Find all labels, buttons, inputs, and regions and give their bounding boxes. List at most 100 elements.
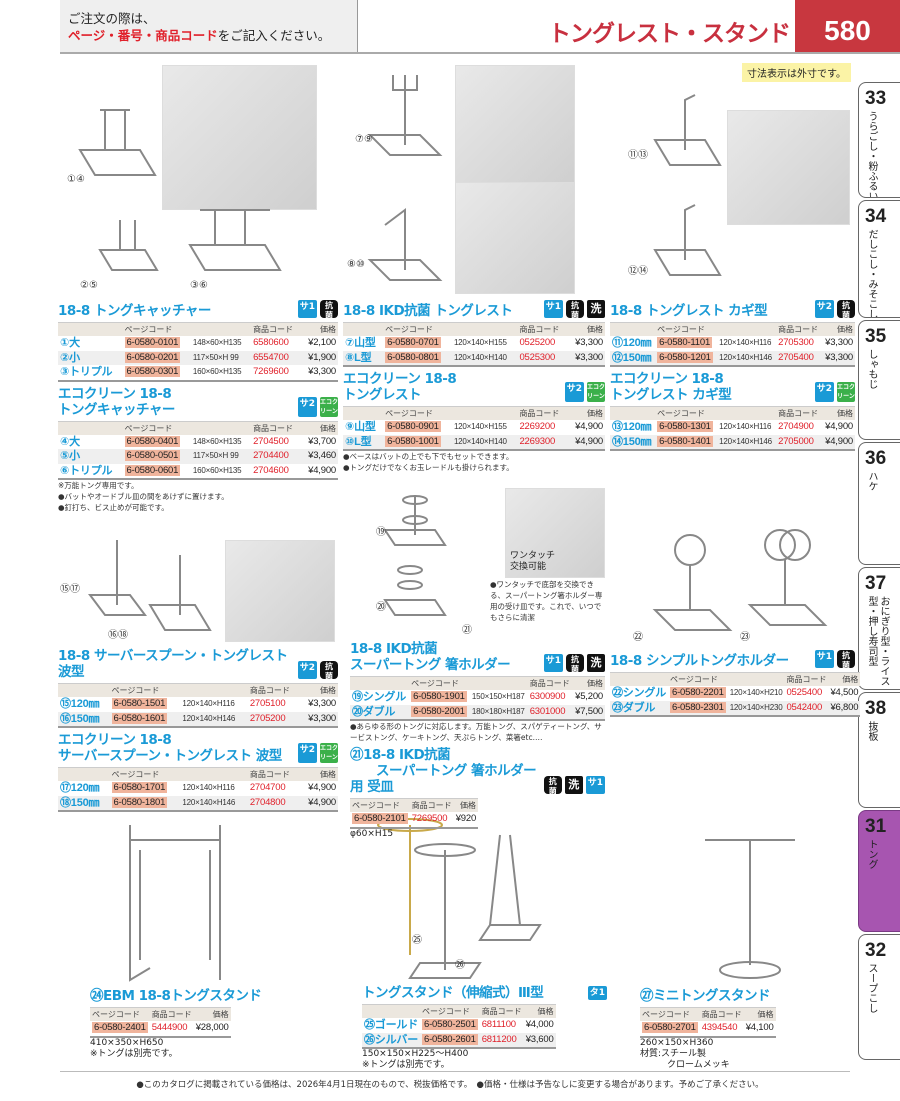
dims-spacer <box>190 322 252 336</box>
row-variant: ⑧L型 <box>343 350 384 366</box>
row-page-code: 6-0580-0101 <box>124 337 181 348</box>
mini-stand-drawing <box>705 839 795 979</box>
photo-number-label: ⑫⑭ <box>628 266 648 277</box>
photo-number-label: ⑮⑰ <box>60 584 80 595</box>
header-divider <box>60 52 900 54</box>
row-page-code-cell: 6-0580-1201 <box>655 350 718 366</box>
row-variant: ⑭150㎜ <box>610 434 656 450</box>
badge-kokin: 抗菌 <box>566 654 584 674</box>
dims-spacer <box>451 406 518 420</box>
row-page-code-cell: 6-0580-2001 <box>409 704 470 720</box>
header-page-code: ページコード <box>90 1007 150 1021</box>
row-page-code-cell: 6-0580-1401 <box>655 434 718 450</box>
section-dimensions: 410×350×H650 <box>90 1037 164 1048</box>
section-title: トングスタンド（伸縮式）Ⅲ型 <box>362 985 544 1001</box>
row-variant: ①大 <box>60 337 80 349</box>
table-header: ページコード商品コード価格 <box>640 1007 776 1021</box>
section-note: ※万能トング専用です。 <box>58 481 139 490</box>
row-page-code: 6-0580-1101 <box>657 337 713 348</box>
product-photo: ワンタッチ交換可能 <box>505 488 605 578</box>
badge-sa2: サ2 <box>814 382 834 402</box>
row-item-code: 0525400 <box>786 687 823 698</box>
tong-rest-drawing <box>367 208 443 281</box>
row-page-code: 6-0580-1601 <box>111 712 168 724</box>
chopstick-holder-drawing <box>383 495 447 616</box>
tab-number: 33 <box>865 88 887 109</box>
row-price: ¥4,100 <box>745 1022 774 1033</box>
badge-eco: エコクリーン <box>837 382 856 402</box>
row-price: ¥3,460 <box>301 449 338 464</box>
row-page-code: 6-0580-1401 <box>657 435 713 447</box>
header-price: 価格 <box>821 406 855 420</box>
tong-catcher-drawing <box>98 220 159 271</box>
product-photo <box>225 540 335 642</box>
badge-group: タ1 <box>587 986 607 1001</box>
badge-sa1: サ1 <box>585 776 605 794</box>
row-item-code: 5444900 <box>151 1022 188 1033</box>
badge-kokin: 抗菌 <box>320 300 338 320</box>
row-price: ¥3,300 <box>575 337 603 348</box>
row-page-code-cell: 6-0580-0501 <box>122 449 191 464</box>
tong-catcher-drawing <box>78 109 157 176</box>
tab-number: 32 <box>865 940 887 961</box>
row-price: ¥4,900 <box>308 464 336 476</box>
section-title: 18-8 トングレスト カギ型 <box>610 303 768 319</box>
row-page-code: 6-0580-2301 <box>670 701 726 713</box>
row-page-code: 6-0580-1001 <box>385 435 441 447</box>
tab-label: スープこし <box>866 963 877 1013</box>
row-item-code: 7269600 <box>253 366 289 377</box>
row-dimensions: 117×50×H 99 <box>190 449 252 464</box>
tab-label: しゃもじ <box>866 349 877 389</box>
row-page-code-cell: 6-0580-2401 <box>90 1021 150 1037</box>
row-price: ¥4,500 <box>830 687 859 698</box>
badge-eco: エコクリーン <box>587 382 606 402</box>
header-item-code: 商品コード <box>251 322 302 336</box>
row-item-code: 2705200 <box>247 711 301 727</box>
row-page-code-cell: 6-0580-2301 <box>668 700 728 716</box>
section-note: ●ベースはバットの上でも下でもセットできます。 <box>343 452 514 461</box>
label-spacer <box>362 1004 420 1018</box>
simple-holder-drawing <box>652 529 828 631</box>
section-header: ㉔EBM 18-8トングスタンド <box>90 988 330 1004</box>
section-title: ㉗ミニトングスタンド <box>640 988 771 1004</box>
row-price: ¥3,300 <box>825 337 853 348</box>
row-page-code: 6-0580-2101 <box>352 813 408 824</box>
row-variant: ③トリプル <box>60 366 113 378</box>
category-tab-32[interactable]: 32 スープこし <box>858 934 900 1060</box>
header-page-code: ページコード <box>122 322 191 336</box>
row-dimensions: 180×180×H187 <box>469 704 528 720</box>
badge-group: 抗菌洗サ1 <box>543 776 605 796</box>
tab-number: 38 <box>865 698 887 719</box>
telescopic-stand-drawing <box>377 818 542 979</box>
header-price: 価格 <box>743 1007 776 1021</box>
row-page-code: 6-0580-2501 <box>422 1019 478 1030</box>
row-page-code: 6-0580-2401 <box>92 1022 148 1033</box>
row-page-code-cell: 6-0580-2501 <box>420 1018 480 1033</box>
dims-spacer <box>190 420 252 435</box>
